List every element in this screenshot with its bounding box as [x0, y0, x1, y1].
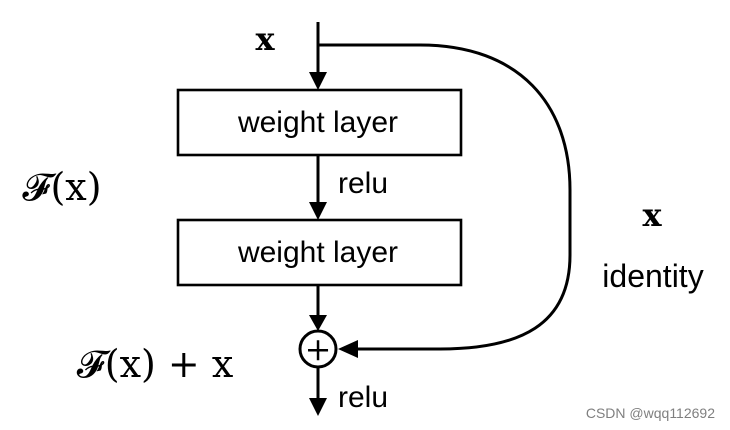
relu-mid-label: relu: [338, 167, 388, 200]
residual-function-label: 𝓕(x): [22, 165, 101, 209]
output-expression-label: 𝓕(x) + x: [77, 342, 234, 386]
relu-out-label: relu: [338, 381, 388, 414]
mid-arrowhead: [309, 202, 327, 220]
identity-x-label: x: [642, 196, 662, 234]
weight-layer-1-label: weight layer: [237, 106, 398, 139]
weight-layer-2-label: weight layer: [237, 236, 398, 269]
weight-layer-2: [176, 218, 463, 287]
identity-label: identity: [602, 258, 703, 294]
watermark-text: CSDN @wqq112692: [586, 405, 715, 421]
identity-skip-path: [318, 43, 572, 351]
output-arrowhead: [309, 398, 327, 416]
input-arrowhead: [309, 72, 327, 90]
identity-arrowhead: [338, 340, 358, 358]
to-sum-arrowhead: [309, 315, 327, 331]
input-x-label: x: [255, 20, 275, 58]
sum-symbol: +: [305, 330, 332, 368]
